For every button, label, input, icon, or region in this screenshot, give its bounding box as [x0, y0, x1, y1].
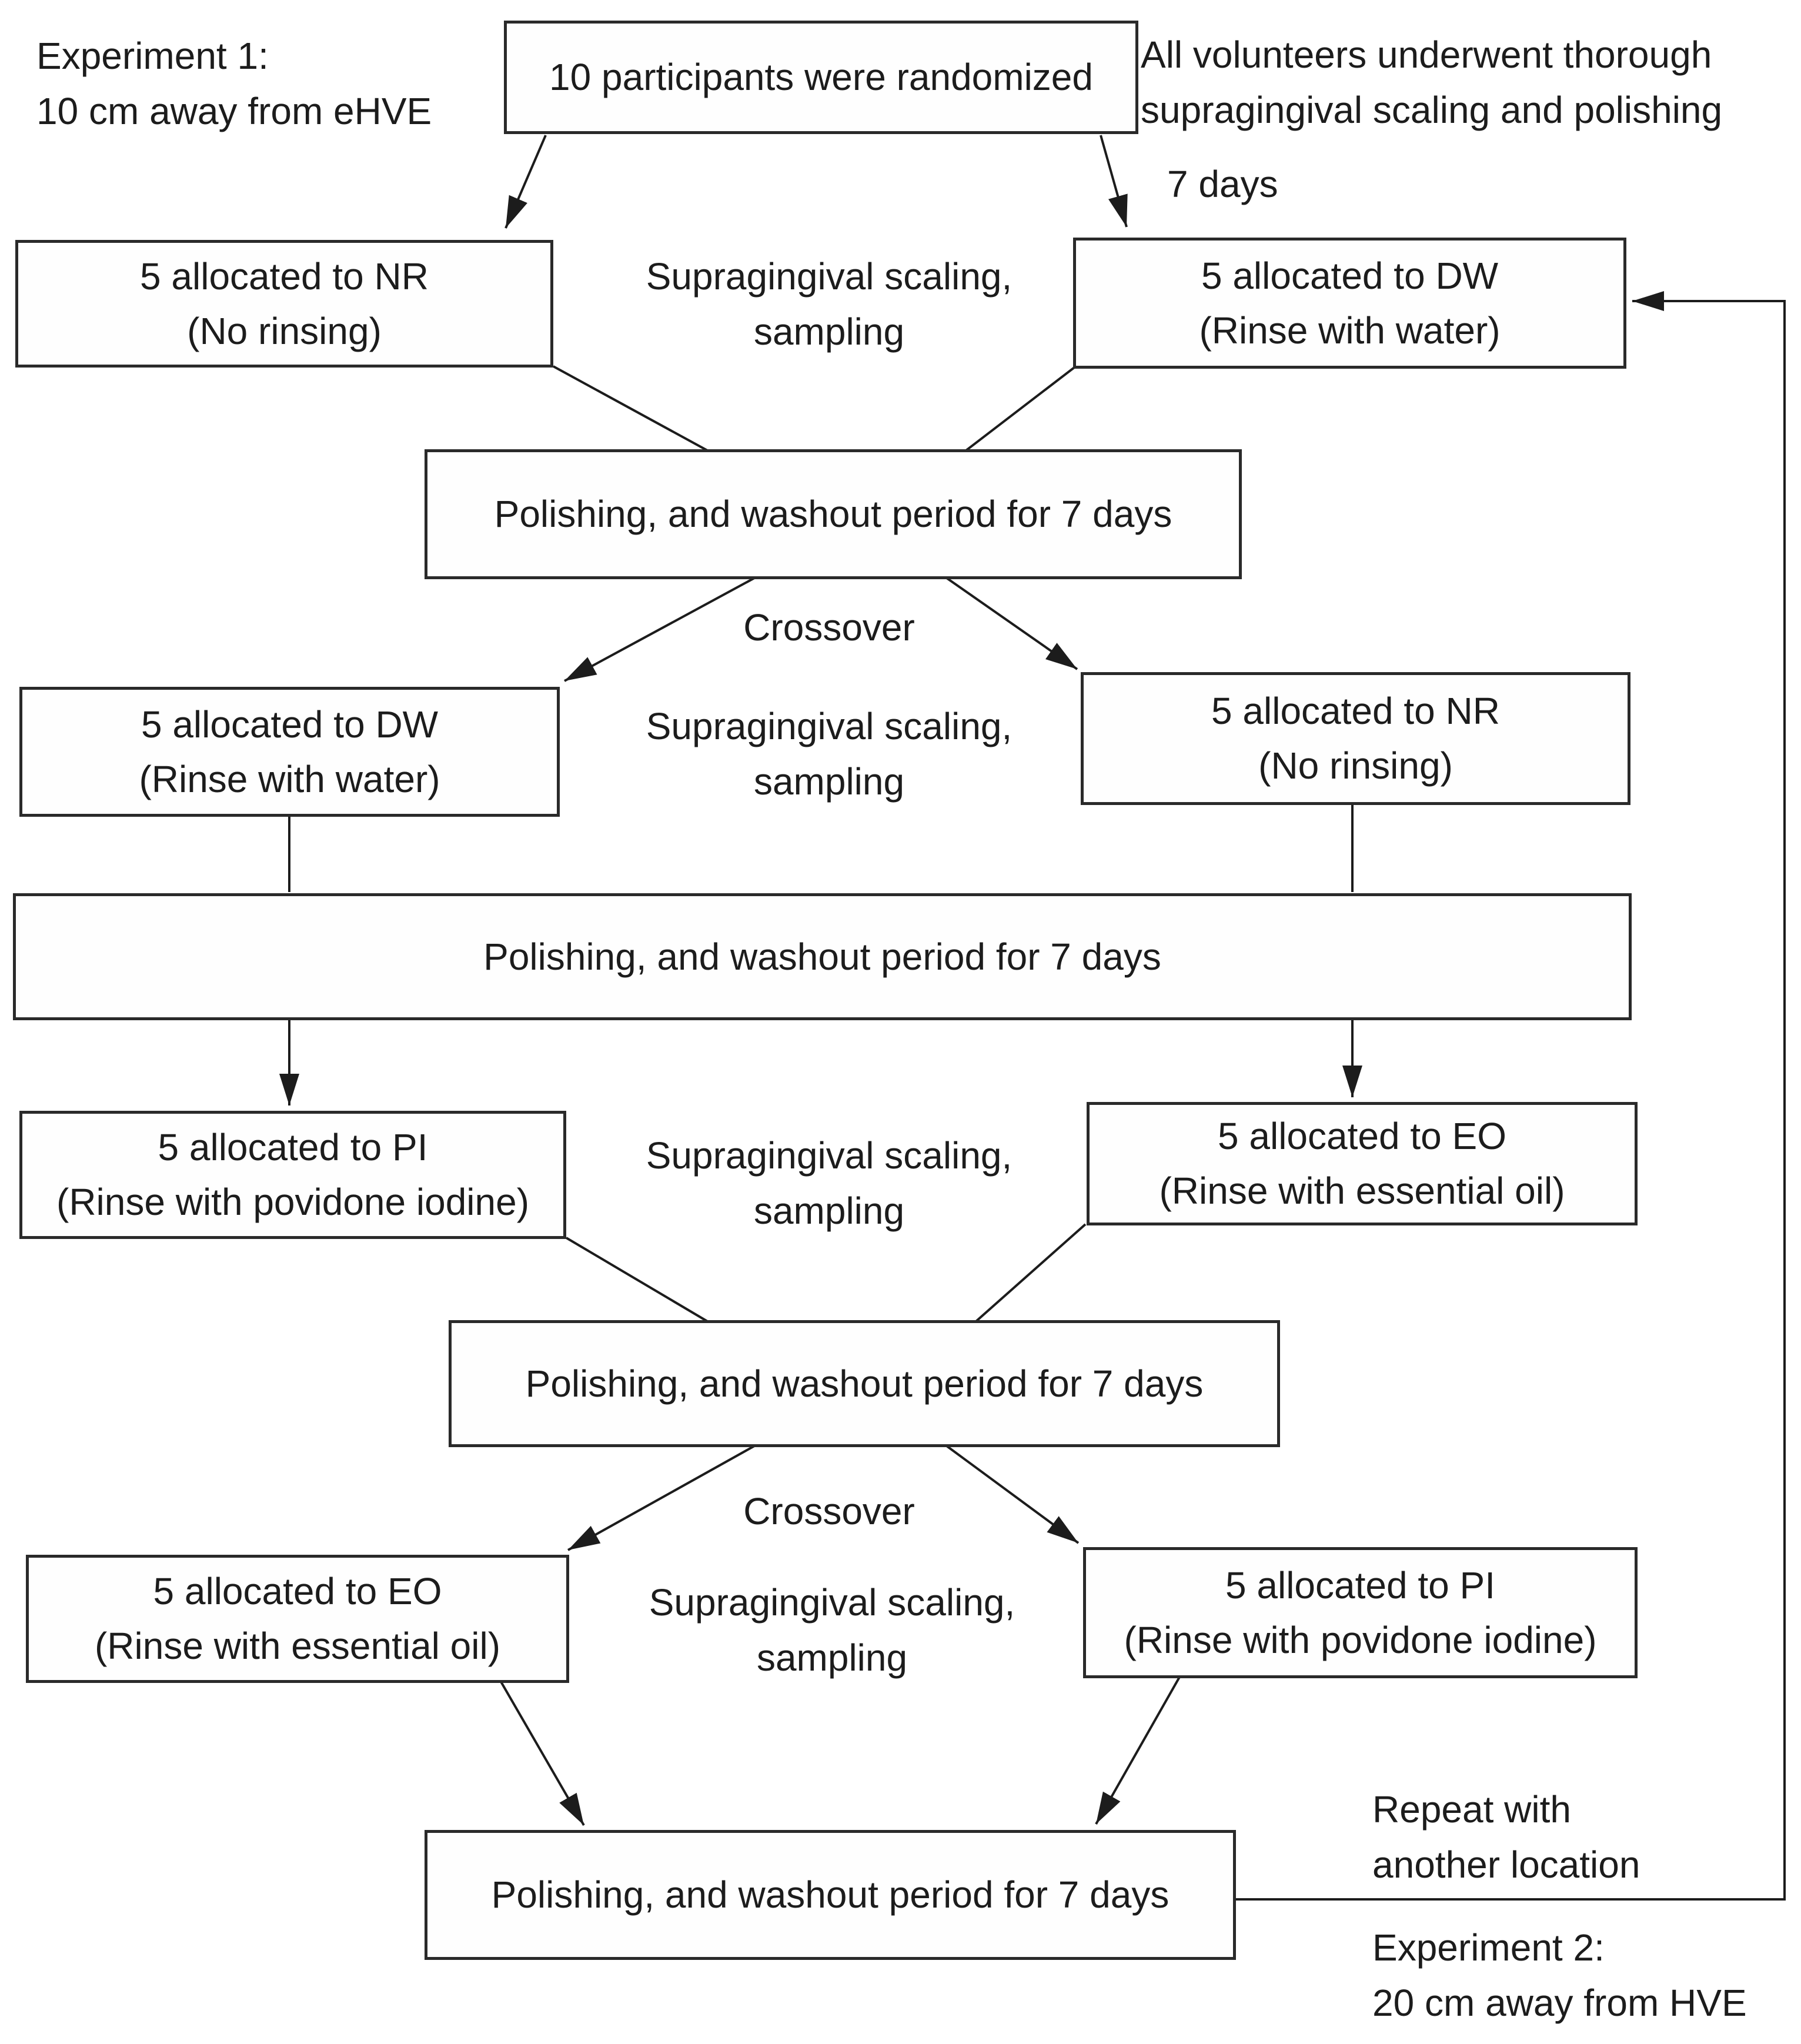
experiment1-note-line1: Experiment 1:: [36, 35, 269, 77]
line-dw1-to-wash1: [965, 366, 1075, 452]
arrow-pi4-to-wash4: [1095, 1676, 1181, 1825]
box-eo-second-line2: (Rinse with essential oil): [94, 1625, 501, 1667]
box-nr-first-line2: (No rinsing): [187, 309, 382, 352]
volunteers-note: All volunteers underwent thorough suprag…: [1141, 27, 1722, 138]
seven-days-text: 7 days: [1167, 163, 1278, 205]
scaling-sampling-label-4: Supragingival scaling, sampling: [582, 1575, 1082, 1685]
box-eo-second-line1: 5 allocated to EO: [153, 1570, 442, 1612]
experiment2-note-line2: 20 cm away from HVE: [1372, 1982, 1747, 2024]
crossover-label-1: Crossover: [653, 600, 1005, 655]
box-pi-second-line1: 5 allocated to PI: [1225, 1564, 1495, 1607]
box-washout-1-text: Polishing, and washout period for 7 days: [494, 493, 1172, 535]
box-washout-2-text: Polishing, and washout period for 7 days: [483, 935, 1161, 978]
crossover-2-text: Crossover: [743, 1490, 915, 1532]
box-eo-second: 5 allocated to EO (Rinse with essential …: [26, 1555, 569, 1683]
scaling-sampling-3-line2: sampling: [753, 1190, 905, 1232]
line-pi3-to-wash3: [565, 1237, 709, 1322]
box-pi-first-line2: (Rinse with povidone iodine): [56, 1181, 529, 1223]
box-dw-first: 5 allocated to DW (Rinse with water): [1073, 238, 1626, 369]
box-nr-second-line1: 5 allocated to NR: [1211, 690, 1500, 732]
box-randomized-text: 10 participants were randomized: [549, 56, 1093, 98]
arrow-wash3-to-eo4: [567, 1445, 755, 1551]
box-dw-first-line2: (Rinse with water): [1199, 309, 1501, 352]
box-washout-3-text: Polishing, and washout period for 7 days: [525, 1362, 1204, 1405]
experiment1-note-line2: 10 cm away from eHVE: [36, 90, 432, 132]
arrow-eo4-to-wash4: [500, 1681, 585, 1826]
arrow-randomized-to-nr1: [504, 135, 547, 229]
box-pi-first: 5 allocated to PI (Rinse with povidone i…: [19, 1111, 566, 1239]
box-nr-second: 5 allocated to NR (No rinsing): [1081, 672, 1630, 805]
box-nr-first-line1: 5 allocated to NR: [140, 255, 429, 298]
repeat-location-line2: another location: [1372, 1843, 1640, 1886]
scaling-sampling-4-line1: Supragingival scaling,: [649, 1581, 1015, 1624]
box-washout-1: Polishing, and washout period for 7 days: [425, 449, 1242, 579]
scaling-sampling-1-line2: sampling: [753, 310, 905, 353]
line-nr1-to-wash1: [553, 365, 708, 452]
repeat-location-note: Repeat with another location: [1372, 1782, 1640, 1892]
scaling-sampling-label-2: Supragingival scaling, sampling: [579, 699, 1079, 809]
volunteers-note-line2: supragingival scaling and polishing: [1141, 89, 1723, 131]
box-washout-4: Polishing, and washout period for 7 days: [425, 1830, 1236, 1960]
box-eo-first-line2: (Rinse with essential oil): [1159, 1170, 1565, 1212]
experiment2-note: Experiment 2: 20 cm away from HVE: [1372, 1920, 1747, 2030]
arrow-wash1-to-dw2: [564, 577, 755, 682]
box-washout-3: Polishing, and washout period for 7 days: [449, 1320, 1280, 1447]
scaling-sampling-2-line2: sampling: [753, 760, 905, 803]
scaling-sampling-1-line1: Supragingival scaling,: [646, 255, 1013, 298]
box-nr-first: 5 allocated to NR (No rinsing): [15, 240, 553, 368]
line-eo3-to-wash3: [975, 1223, 1087, 1322]
crossover-1-text: Crossover: [743, 606, 915, 649]
repeat-location-line1: Repeat with: [1372, 1788, 1571, 1831]
scaling-sampling-2-line1: Supragingival scaling,: [646, 705, 1013, 747]
box-dw-second-line2: (Rinse with water): [139, 757, 440, 800]
box-dw-second: 5 allocated to DW (Rinse with water): [19, 687, 560, 817]
box-nr-second-line2: (No rinsing): [1258, 744, 1453, 787]
box-dw-first-line1: 5 allocated to DW: [1201, 254, 1499, 297]
box-pi-first-line1: 5 allocated to PI: [158, 1126, 428, 1168]
box-randomized: 10 participants were randomized: [504, 21, 1138, 134]
arrow-wash1-to-nr2: [945, 577, 1078, 670]
arrow-wash4-feedback-to-dw1: [1235, 291, 1786, 1901]
box-washout-4-text: Polishing, and washout period for 7 days: [491, 1873, 1170, 1916]
box-dw-second-line1: 5 allocated to DW: [141, 703, 439, 746]
experiment1-note: Experiment 1: 10 cm away from eHVE: [36, 28, 432, 139]
box-eo-first-line1: 5 allocated to EO: [1218, 1115, 1506, 1157]
box-washout-2-wide: Polishing, and washout period for 7 days: [13, 893, 1632, 1020]
seven-days-label: 7 days: [1167, 156, 1278, 212]
scaling-sampling-4-line2: sampling: [756, 1636, 908, 1679]
scaling-sampling-3-line1: Supragingival scaling,: [646, 1134, 1013, 1177]
box-eo-first: 5 allocated to EO (Rinse with essential …: [1087, 1102, 1638, 1225]
box-pi-second-line2: (Rinse with povidone iodine): [1124, 1618, 1597, 1661]
arrow-randomized-to-dw1: [1100, 135, 1128, 228]
scaling-sampling-label-3: Supragingival scaling, sampling: [579, 1128, 1079, 1238]
crossover-label-2: Crossover: [653, 1484, 1005, 1539]
scaling-sampling-label-1: Supragingival scaling, sampling: [579, 249, 1079, 359]
box-pi-second: 5 allocated to PI (Rinse with povidone i…: [1083, 1547, 1638, 1678]
experiment2-note-line1: Experiment 2:: [1372, 1926, 1605, 1969]
volunteers-note-line1: All volunteers underwent thorough: [1141, 34, 1712, 76]
arrow-wash3-to-pi4: [945, 1445, 1080, 1544]
